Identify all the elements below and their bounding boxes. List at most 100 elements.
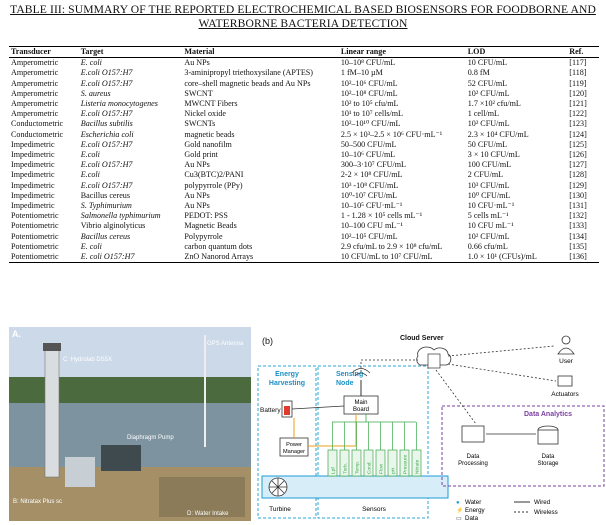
cell-material: Polypyrrole <box>184 231 223 241</box>
battery-fill <box>284 406 290 415</box>
water-pipe <box>261 475 449 499</box>
sensor-label: Turb. <box>343 463 349 474</box>
cell-linear-range: 300–3·10⁷ CFU/mL <box>340 160 406 170</box>
legend-data: Data <box>465 515 479 522</box>
cell-ref: [124] <box>569 129 587 139</box>
cell-linear-range: 10⁰-10⁷ CFU/mL <box>340 190 398 200</box>
cell-target: Bacillus cereus <box>80 190 130 200</box>
photo-panel-label: A. <box>12 329 21 339</box>
cell-transducer: Amperometric <box>11 68 59 78</box>
data-storage-label-2: Storage <box>537 461 559 467</box>
cell-target: E.coli O157:H7 <box>80 68 133 78</box>
cell-lod: 0.8 fM <box>467 68 490 78</box>
label-nitratax: B: Nitratax Plus sc <box>13 499 63 505</box>
cell-ref: [125] <box>569 139 587 149</box>
cell-material: Au NPs <box>184 201 210 211</box>
cell-lod: 3 × 10 CFU/mL <box>467 150 520 160</box>
cell-lod: 10² CFU/mL <box>467 119 510 129</box>
label-diaphragm-pump: Diaphragm Pump <box>127 435 174 441</box>
header-ref: Ref. <box>567 45 599 59</box>
cell-transducer: Potentiometric <box>11 221 59 231</box>
cell-material: PEDOT: PSS <box>184 211 228 221</box>
cell-target: Escherichia coli <box>80 129 134 139</box>
cell-linear-range: 2.9 cfu/mL to 2.9 × 10⁸ cfu/mL <box>340 241 443 251</box>
cell-linear-range: 10–10⁸ CFU/mL <box>340 58 396 68</box>
cell-target: Bacillus cereus <box>80 231 131 241</box>
cell-material: Gold print <box>184 150 218 160</box>
cell-linear-range: 10²–10⁸ CFU/mL <box>340 88 398 98</box>
cell-material: SWCNTs <box>184 119 216 129</box>
table-caption: TABLE III: SUMMARY OF THE REPORTED ELECT… <box>0 3 606 31</box>
cell-ref: [119] <box>569 78 587 88</box>
user-body-icon <box>557 347 575 355</box>
cell-transducer: Amperometric <box>11 78 59 88</box>
sensor-label: Lpf <box>331 467 337 474</box>
header-material: Material <box>182 45 339 59</box>
cell-material: SWCNT <box>184 88 213 98</box>
cell-ref: [118] <box>569 68 587 78</box>
battery-to-board <box>291 405 345 410</box>
cell-material: Cu3(BTC)2/PANI <box>184 170 244 180</box>
cell-transducer: Conductometric <box>11 129 64 139</box>
sensor-label: Nitrate <box>415 460 421 474</box>
biosensor-table: Transducer Target Material Linear range … <box>9 45 599 264</box>
cell-transducer: Potentiometric <box>11 231 59 241</box>
diaphragm-pump <box>101 445 141 471</box>
legend-wireless: Wireless <box>534 509 558 516</box>
cell-target: Bacillus subtilis <box>80 119 133 129</box>
cell-target: E.coli <box>80 150 100 160</box>
cell-ref: [129] <box>569 180 587 190</box>
cell-ref: [127] <box>569 160 587 170</box>
figure-panel: A. C: Hydrolab DS5X GPS Antenna Diaphrag… <box>0 326 606 525</box>
cell-transducer: Impedimetric <box>11 160 55 170</box>
sensing-node-title-2: Node <box>336 380 354 387</box>
cell-target: E. coli O157:H7 <box>78 252 183 264</box>
cell-material: magnetic beads <box>184 129 235 139</box>
cell-material: Au NPs <box>184 160 210 170</box>
header-linear-range: Linear range <box>338 45 466 59</box>
cell-lod: 100 CFU/mL <box>467 160 512 170</box>
link-cloud-actuators <box>447 363 557 382</box>
cell-ref: [133] <box>569 221 587 231</box>
energy-harvesting-title-2: Harvesting <box>269 380 305 387</box>
sensor-label: Pressure <box>403 454 409 474</box>
cell-transducer: Amperometric <box>11 88 59 98</box>
cell-ref: [122] <box>569 109 587 119</box>
cell-target: Salmonella typhimurium <box>80 211 161 221</box>
field-photo: A. C: Hydrolab DS5X GPS Antenna Diaphrag… <box>9 327 251 521</box>
cell-linear-range: 10² to 10⁵ cfu/mL <box>340 99 399 109</box>
server-icon <box>427 353 441 369</box>
cell-transducer: Impedimetric <box>11 150 55 160</box>
data-processing-label-2: Processing <box>458 461 488 467</box>
cell-lod: 1.0 × 10¹ (CFUs)/mL <box>465 252 568 264</box>
cell-linear-range: 1 fM–10 µM <box>340 68 383 78</box>
cell-material: carbon quantum dots <box>184 241 253 251</box>
cell-lod: 10² CFU/mL <box>467 88 510 98</box>
cell-linear-range: 10¹ to 10⁷ cells/mL <box>340 109 403 119</box>
table-header-row: Transducer Target Material Linear range … <box>9 45 599 59</box>
cell-linear-range: 1 - 1.28 × 10⁵ cells mL⁻¹ <box>340 211 423 221</box>
iot-system-diagram: (b) Energy Harvesting Sensing Node Batte… <box>257 335 605 522</box>
hydrolab-probe <box>44 346 60 478</box>
cell-linear-range: 10²–10⁵ CFU/mL <box>340 231 398 241</box>
header-target: Target <box>78 45 183 59</box>
boat-hull <box>159 477 245 517</box>
table-row: Potentiometric Bacillus cereus Polypyrrole… <box>9 232 599 242</box>
cell-transducer: Impedimetric <box>11 201 55 211</box>
cell-transducer: Impedimetric <box>11 170 55 180</box>
caption-line-2: WATERBORNE BACTERIA DETECTION <box>198 17 408 30</box>
energy-harvesting-title-1: Energy <box>275 371 299 378</box>
actuator-icon <box>557 375 573 387</box>
cell-transducer: Conductometric <box>11 119 64 129</box>
cell-material: polypyrrole (PPy) <box>184 180 243 190</box>
table-row: Conductometric Bacillus subtilis SWCNTs 10²… <box>9 119 599 129</box>
